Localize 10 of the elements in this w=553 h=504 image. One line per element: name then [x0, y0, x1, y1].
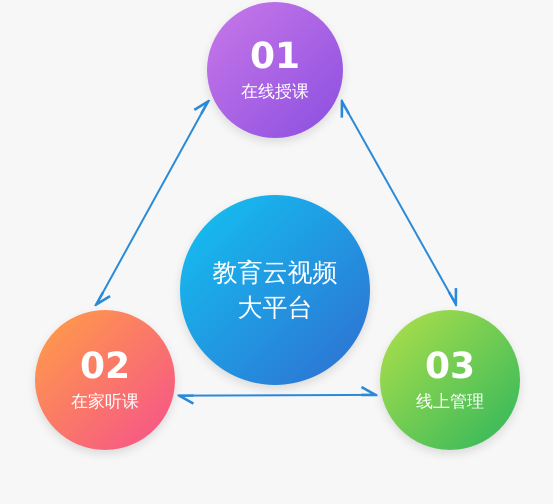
step-label: 线上管理 [416, 390, 484, 413]
double-arrow [178, 386, 377, 405]
double-arrow [340, 100, 458, 306]
step-number: 01 [250, 37, 300, 77]
circle-title: 教育云视频大平台 [212, 257, 338, 324]
step-number: 02 [80, 347, 130, 387]
step-label: 在线授课 [241, 80, 309, 103]
step-number: 03 [424, 347, 476, 387]
step-label: 在家听课 [71, 390, 139, 413]
double-arrow [95, 100, 210, 306]
